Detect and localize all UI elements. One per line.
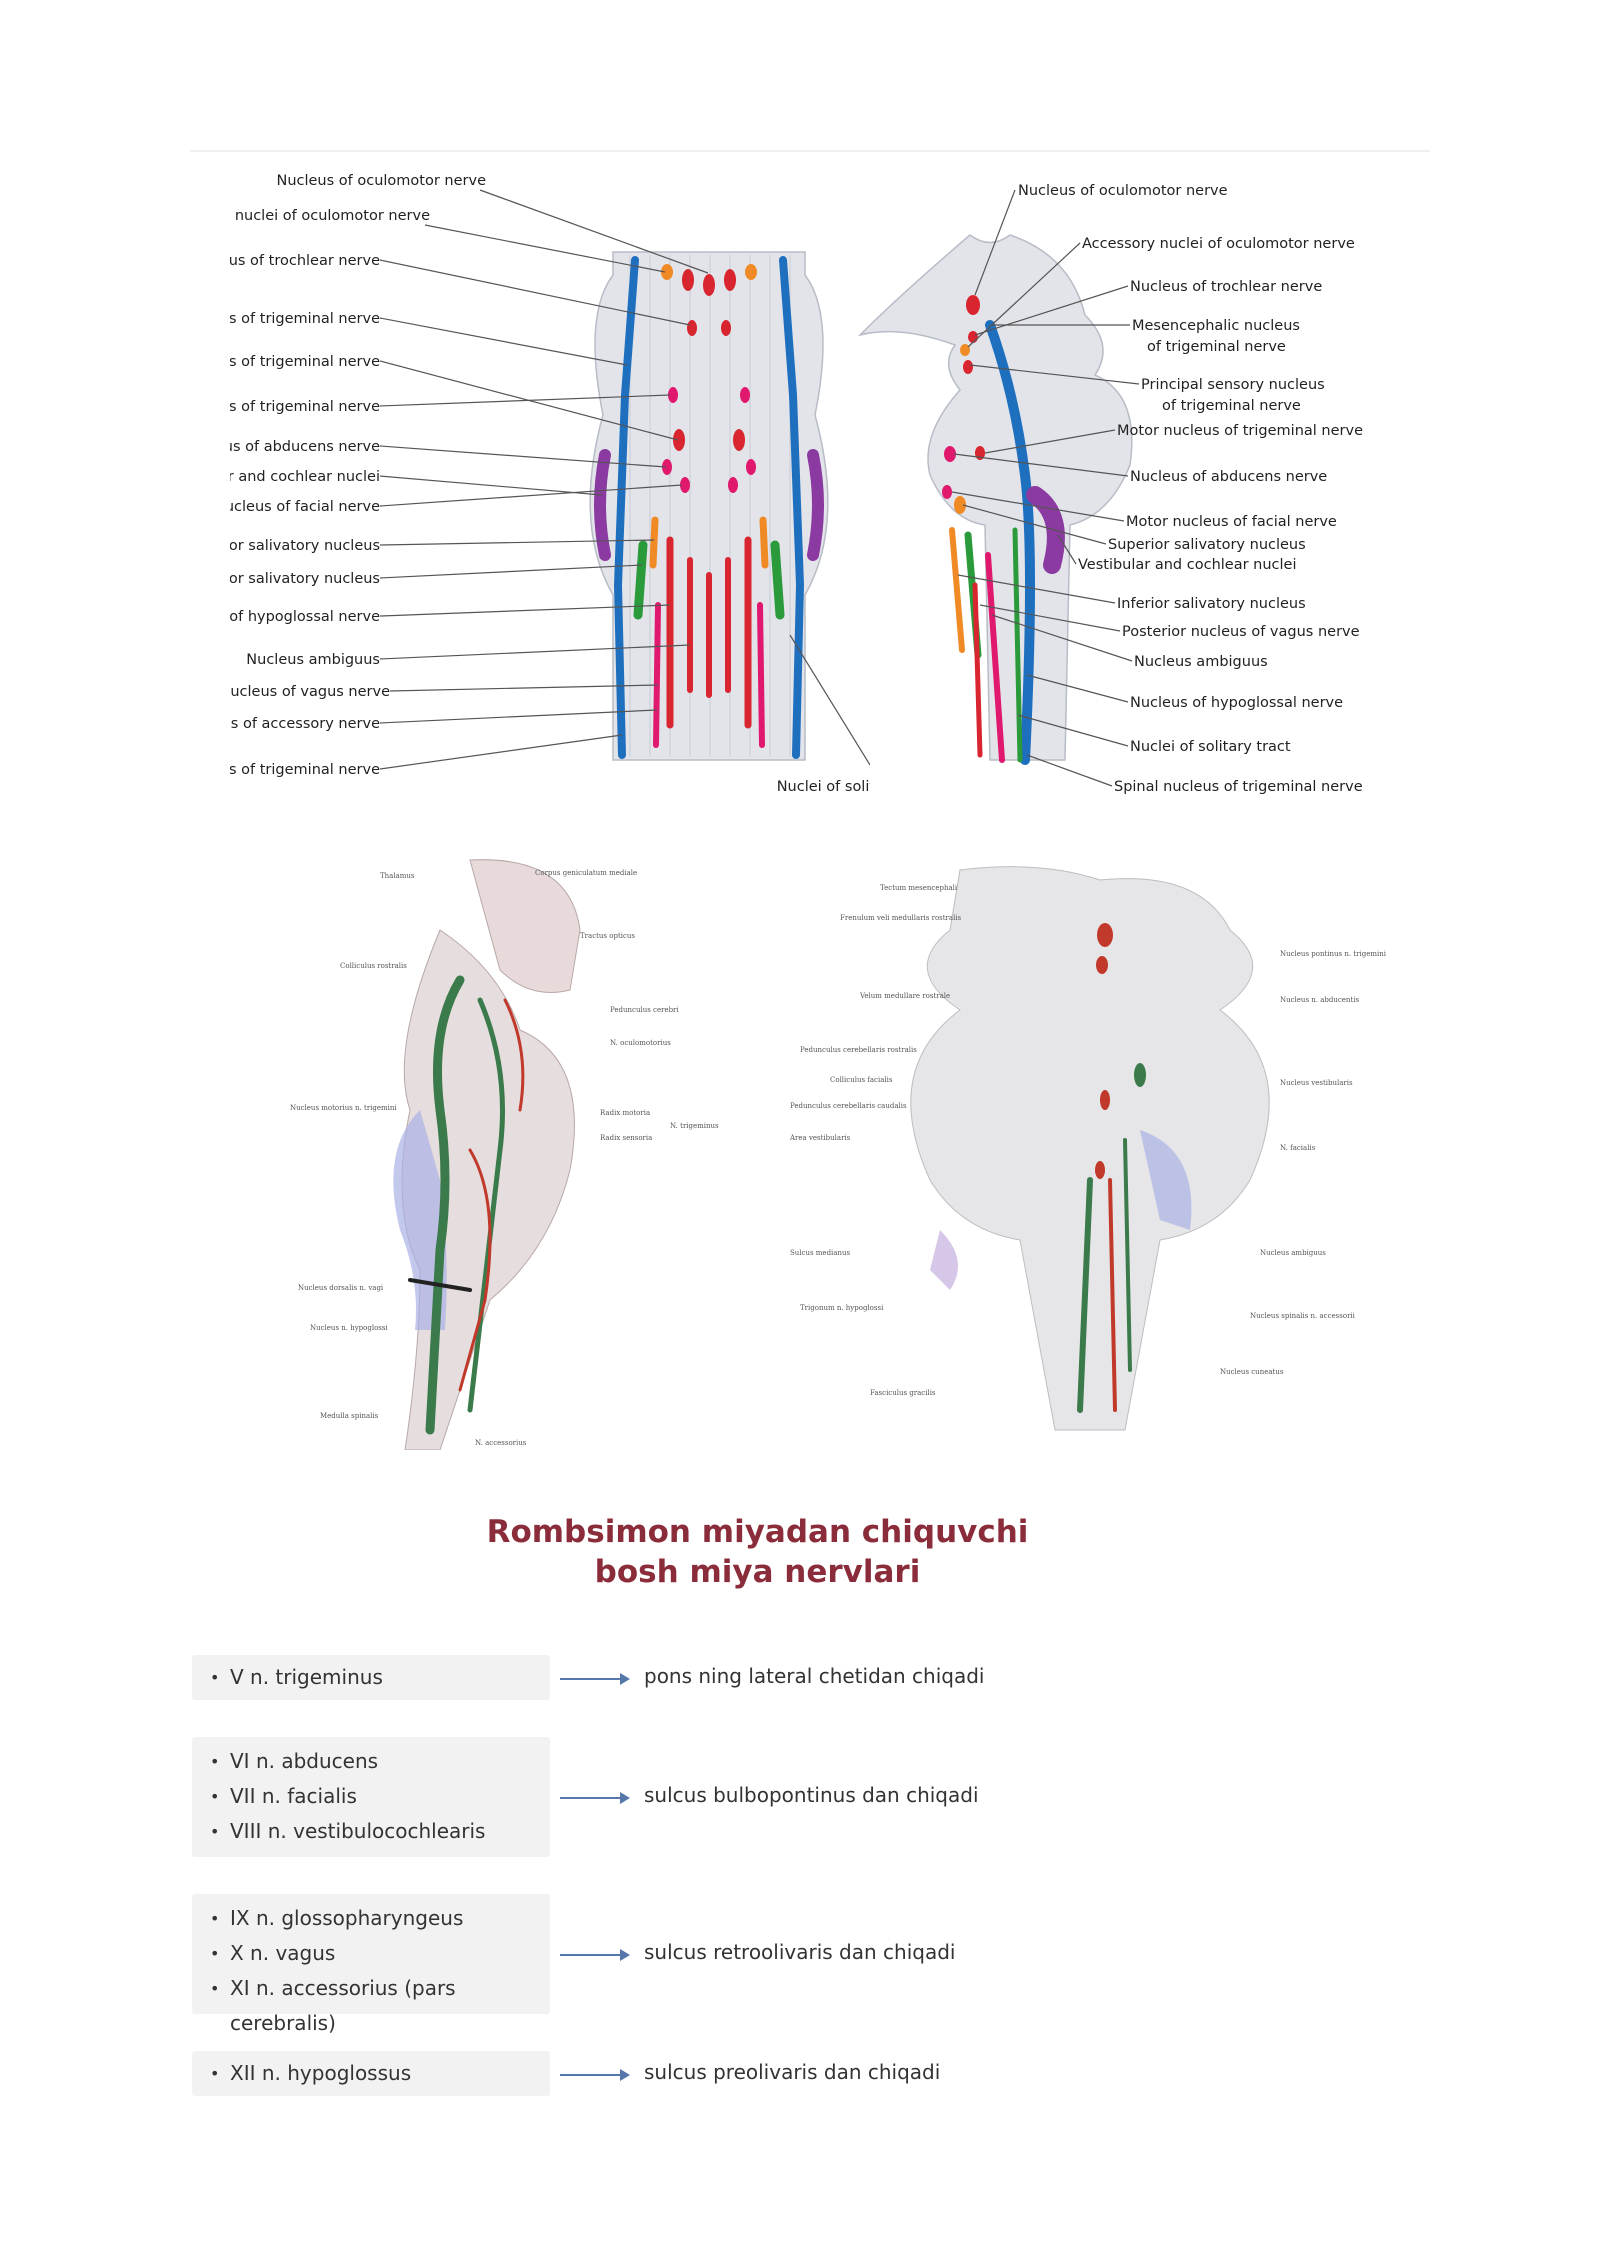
label-inferior-salivatory: Inferior salivatory nucleus bbox=[230, 571, 380, 587]
label-solitary-tract: Nuclei of solitary tract bbox=[777, 779, 870, 795]
svg-text:Pedunculus cerebri: Pedunculus cerebri bbox=[610, 1006, 679, 1014]
svg-text:Fasciculus gracilis: Fasciculus gracilis bbox=[870, 1389, 936, 1397]
r-label-ambiguus: Nucleus ambiguus bbox=[1134, 654, 1268, 670]
nerve-item: VII n. facialis bbox=[210, 1779, 550, 1814]
svg-text:Nucleus ambiguus: Nucleus ambiguus bbox=[1260, 1249, 1326, 1257]
r-label-principal-2: of trigeminal nerve bbox=[1162, 398, 1301, 414]
top-rule bbox=[190, 150, 1430, 152]
svg-text:Nucleus n. hypoglossi: Nucleus n. hypoglossi bbox=[310, 1324, 388, 1332]
svg-text:Colliculus rostralis: Colliculus rostralis bbox=[340, 962, 407, 970]
svg-text:Thalamus: Thalamus bbox=[380, 872, 415, 880]
svg-text:Colliculus facialis: Colliculus facialis bbox=[830, 1076, 893, 1084]
right-labels: Nucleus of oculomotor nerve Accessory nu… bbox=[1018, 183, 1363, 795]
svg-text:N. oculomotorius: N. oculomotorius bbox=[610, 1039, 671, 1047]
right-leader-lines bbox=[951, 189, 1140, 787]
svg-text:Medulla spinalis: Medulla spinalis bbox=[320, 1412, 379, 1420]
arrow-icon bbox=[560, 2069, 630, 2081]
nerve-group-2: VI n. abducens VII n. facialis VIII n. v… bbox=[192, 1737, 550, 1857]
r-label-vestibular-cochlear: Vestibular and cochlear nuclei bbox=[1078, 557, 1297, 573]
nerve-group-3: IX n. glossopharyngeus X n. vagus XI n. … bbox=[192, 1894, 550, 2035]
svg-text:Pedunculus cerebellaris rostra: Pedunculus cerebellaris rostralis bbox=[800, 1046, 917, 1054]
nerve-item: VIII n. vestibulocochlearis bbox=[210, 1814, 550, 1849]
r-label-motor-facial: Motor nucleus of facial nerve bbox=[1126, 514, 1337, 530]
r-label-posterior-vagus: Posterior nucleus of vagus nerve bbox=[1122, 624, 1360, 640]
brainstem-dorsal-illustration: Tectum mesencephali Frenulum veli medull… bbox=[789, 866, 1387, 1431]
svg-text:Nucleus n. abducentis: Nucleus n. abducentis bbox=[1280, 996, 1359, 1004]
nerve-group-4-desc: sulcus preolivaris dan chiqadi bbox=[644, 2060, 941, 2084]
svg-text:Velum medullare rostrale: Velum medullare rostrale bbox=[859, 992, 950, 1000]
svg-text:N. trigeminus: N. trigeminus bbox=[670, 1122, 719, 1130]
label-motor-facial: Motor nucleus of facial nerve bbox=[230, 499, 380, 515]
nerve-group-2-desc: sulcus bulbopontinus dan chiqadi bbox=[644, 1783, 979, 1807]
label-vestibular-cochlear: Vestibular and cochlear nuclei bbox=[230, 469, 380, 485]
label-abducens: Nucleus of abducens nerve bbox=[230, 439, 380, 455]
r-label-solitary: Nuclei of solitary tract bbox=[1130, 739, 1291, 755]
nerve-item: IX n. glossopharyngeus bbox=[210, 1901, 550, 1936]
label-superior-salivatory: Superior salivatory nucleus bbox=[230, 538, 380, 554]
title-line-1: Rombsimon miyadan chiquvchi bbox=[486, 1514, 1029, 1550]
label-accessory: Nucleus of accessory nerve bbox=[230, 716, 380, 732]
svg-text:Corpus geniculatum mediale: Corpus geniculatum mediale bbox=[535, 869, 637, 877]
label-motor-trigeminal: Motor nucleus of trigeminal nerve bbox=[230, 354, 380, 370]
svg-text:Area vestibularis: Area vestibularis bbox=[789, 1134, 851, 1142]
r-label-spinal-trigeminal: Spinal nucleus of trigeminal nerve bbox=[1114, 779, 1363, 795]
svg-text:Nucleus dorsalis n. vagi: Nucleus dorsalis n. vagi bbox=[298, 1284, 384, 1292]
nerve-group-1: V n. trigeminus bbox=[192, 1655, 550, 1700]
label-trochlear: Nucleus of trochlear nerve bbox=[230, 253, 380, 269]
svg-text:N. facialis: N. facialis bbox=[1280, 1144, 1316, 1152]
brainstem-lateral-illustration: Thalamus Corpus geniculatum mediale Trac… bbox=[290, 859, 719, 1450]
r-label-principal-1: Principal sensory nucleus bbox=[1141, 377, 1325, 393]
nerve-group-4: XII n. hypoglossus bbox=[192, 2051, 550, 2096]
nerve-item: VI n. abducens bbox=[210, 1744, 550, 1779]
r-label-superior-salivatory: Superior salivatory nucleus bbox=[1108, 537, 1306, 553]
nerve-group-1-desc: pons ning lateral chetidan chiqadi bbox=[644, 1664, 985, 1688]
label-accessory-oculomotor: Accessory nuclei of oculomotor nerve bbox=[230, 208, 430, 224]
arrow-icon bbox=[560, 1949, 630, 1961]
r-label-oculomotor: Nucleus of oculomotor nerve bbox=[1018, 183, 1228, 199]
page-title: Rombsimon miyadan chiquvchi bosh miya ne… bbox=[0, 1512, 1515, 1592]
svg-text:Tractus opticus: Tractus opticus bbox=[580, 932, 635, 940]
left-leader-lines bbox=[379, 189, 870, 770]
label-principal-sensory: Principal sensory nucleus of trigeminal … bbox=[230, 399, 380, 415]
svg-text:Sulcus medianus: Sulcus medianus bbox=[790, 1249, 850, 1257]
label-ambiguus: Nucleus ambiguus bbox=[246, 652, 380, 668]
svg-text:Nucleus cuneatus: Nucleus cuneatus bbox=[1220, 1368, 1284, 1376]
arrow-icon bbox=[560, 1792, 630, 1804]
r-label-hypoglossal: Nucleus of hypoglossal nerve bbox=[1130, 695, 1343, 711]
svg-text:Nucleus spinalis n. accessorii: Nucleus spinalis n. accessorii bbox=[1250, 1312, 1356, 1320]
nerve-item: V n. trigeminus bbox=[210, 1660, 550, 1695]
label-spinal-trigeminal: Spinal nucleus of trigeminal nerve bbox=[230, 762, 380, 778]
svg-text:Nucleus pontinus n. trigemini: Nucleus pontinus n. trigemini bbox=[1280, 950, 1387, 958]
nerve-item: XI n. accessorius (pars cerebralis) bbox=[210, 1971, 550, 2035]
arrow-icon bbox=[560, 1673, 630, 1685]
nerve-item: X n. vagus bbox=[210, 1936, 550, 1971]
svg-text:Nucleus motorius n. trigemini: Nucleus motorius n. trigemini bbox=[290, 1104, 397, 1112]
svg-text:Trigonum n. hypoglossi: Trigonum n. hypoglossi bbox=[800, 1304, 884, 1312]
r-label-abducens: Nucleus of abducens nerve bbox=[1130, 469, 1327, 485]
r-label-motor-trigeminal: Motor nucleus of trigeminal nerve bbox=[1117, 423, 1363, 439]
left-labels: Nucleus of oculomotor nerve Accessory nu… bbox=[230, 173, 486, 778]
brainstem-nuclei-schematic-dorsal: Nucleus of oculomotor nerve Accessory nu… bbox=[230, 173, 870, 795]
svg-text:Nucleus vestibularis: Nucleus vestibularis bbox=[1280, 1079, 1353, 1087]
svg-text:Tectum mesencephali: Tectum mesencephali bbox=[880, 884, 958, 892]
r-label-trochlear: Nucleus of trochlear nerve bbox=[1130, 279, 1322, 295]
r-label-accessory-oculomotor: Accessory nuclei of oculomotor nerve bbox=[1082, 236, 1355, 252]
svg-text:Frenulum veli medullaris rostr: Frenulum veli medullaris rostralis bbox=[840, 914, 962, 922]
svg-text:N. accessorius: N. accessorius bbox=[475, 1439, 527, 1447]
r-label-inferior-salivatory: Inferior salivatory nucleus bbox=[1117, 596, 1306, 612]
nerve-group-3-desc: sulcus retroolivaris dan chiqadi bbox=[644, 1940, 956, 1964]
r-label-mesencephalic-1: Mesencephalic nucleus bbox=[1132, 318, 1300, 334]
svg-text:Pedunculus cerebellaris caudal: Pedunculus cerebellaris caudalis bbox=[790, 1102, 907, 1110]
label-oculomotor: Nucleus of oculomotor nerve bbox=[276, 173, 486, 189]
svg-text:Radix sensoria: Radix sensoria bbox=[600, 1134, 652, 1142]
nerve-item: XII n. hypoglossus bbox=[210, 2056, 550, 2091]
svg-text:Radix motoria: Radix motoria bbox=[600, 1109, 650, 1117]
brainstem-nuclei-schematic-lateral: Nucleus of oculomotor nerve Accessory nu… bbox=[857, 183, 1363, 795]
title-line-2: bosh miya nervlari bbox=[594, 1554, 921, 1590]
r-label-mesencephalic-2: of trigeminal nerve bbox=[1147, 339, 1286, 355]
label-posterior-vagus: Posterior nucleus of vagus nerve bbox=[230, 684, 390, 700]
label-mesencephalic: Mesencephalic nucleus of trigeminal nerv… bbox=[230, 311, 380, 327]
label-hypoglossal: Nucleus of hypoglossal nerve bbox=[230, 609, 380, 625]
